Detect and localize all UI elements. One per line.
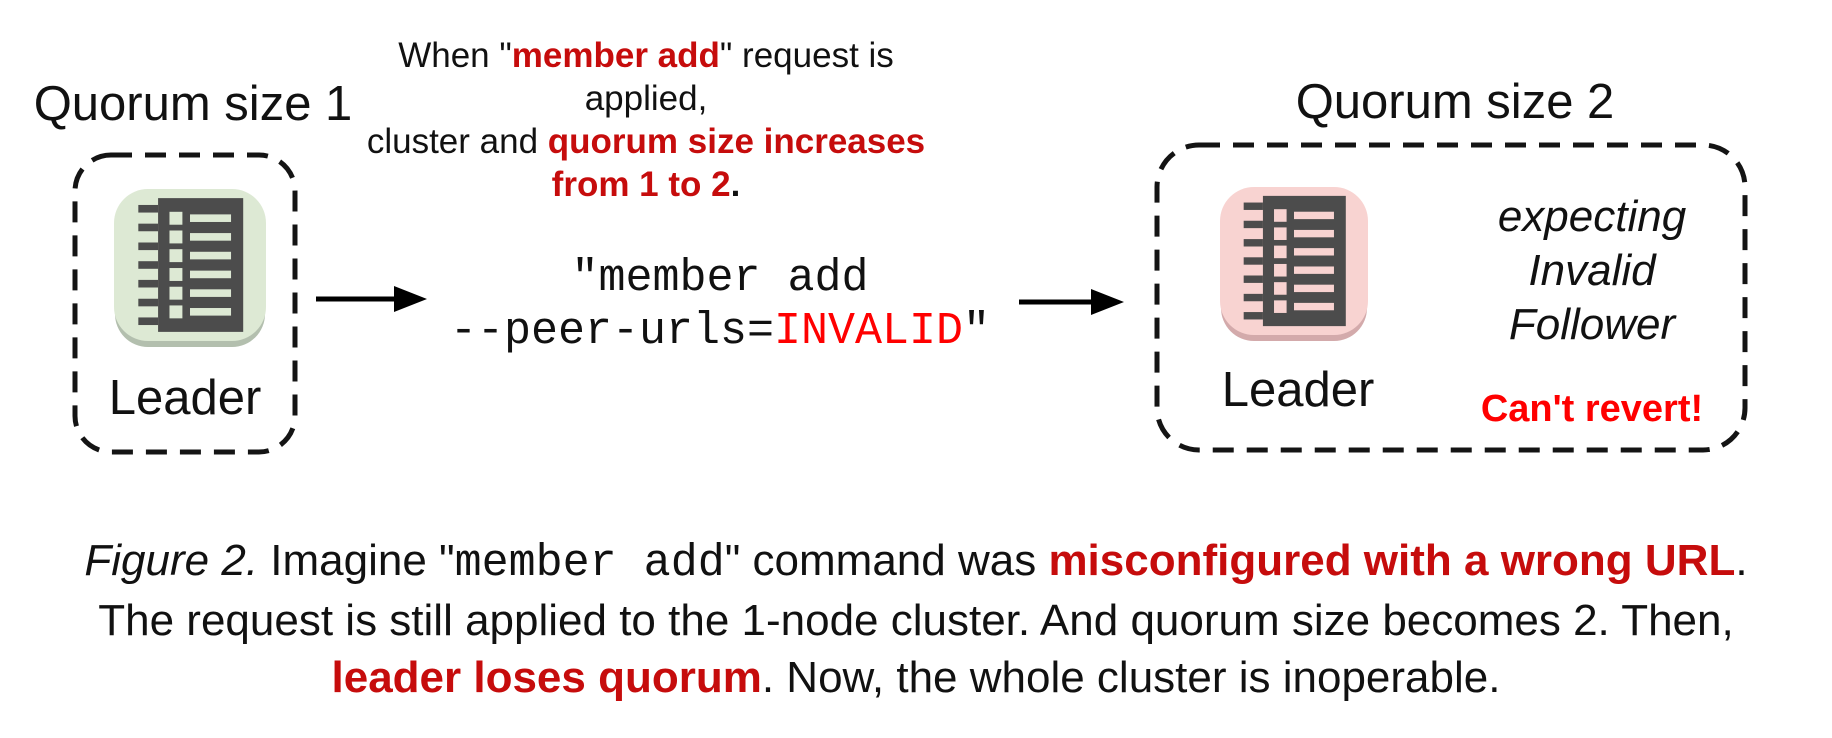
command-line-1: "member add	[571, 253, 869, 304]
caption-line-1: Figure 2. Imagine "member add" command w…	[84, 536, 1748, 589]
right-leader-label: Leader	[1221, 363, 1375, 417]
caption-line-2: The request is still applied to the 1-no…	[98, 596, 1734, 645]
annotation-text: When "member add" request is applied, cl…	[340, 34, 952, 206]
right-cluster-box: Leader expecting Invalid Follower Can't …	[1154, 142, 1748, 453]
annotation-line-1: When "member add" request is applied,	[398, 36, 904, 118]
command-line-2: --peer-urls=INVALID"	[449, 306, 991, 357]
command-text: "member add --peer-urls=INVALID"	[420, 252, 1020, 358]
expecting-invalid-follower-text: expecting Invalid Follower	[1497, 192, 1687, 349]
arrow-right-icon	[1019, 289, 1124, 315]
server-log-icon	[1243, 195, 1346, 327]
server-log-icon	[138, 198, 244, 332]
cant-revert-warning: Can't revert!	[1480, 388, 1704, 430]
arrow-right-icon	[316, 286, 427, 312]
annotation-line-2: cluster and quorum size increases	[366, 122, 926, 161]
annotation-line-3: from 1 to 2.	[551, 165, 741, 204]
right-cluster-title: Quorum size 2	[1295, 75, 1615, 129]
left-cluster-title: Quorum size 1	[33, 77, 353, 131]
figure-caption: Figure 2. Imagine "member add" command w…	[0, 532, 1832, 706]
leader-node-icon-green	[114, 189, 266, 341]
dashed-border	[1154, 142, 1748, 453]
caption-line-3: leader loses quorum. Now, the whole clus…	[331, 653, 1501, 702]
left-leader-label: Leader	[108, 371, 262, 425]
left-cluster-box: Leader	[72, 152, 298, 455]
leader-node-icon-pink	[1220, 187, 1368, 335]
dashed-border	[72, 152, 298, 455]
